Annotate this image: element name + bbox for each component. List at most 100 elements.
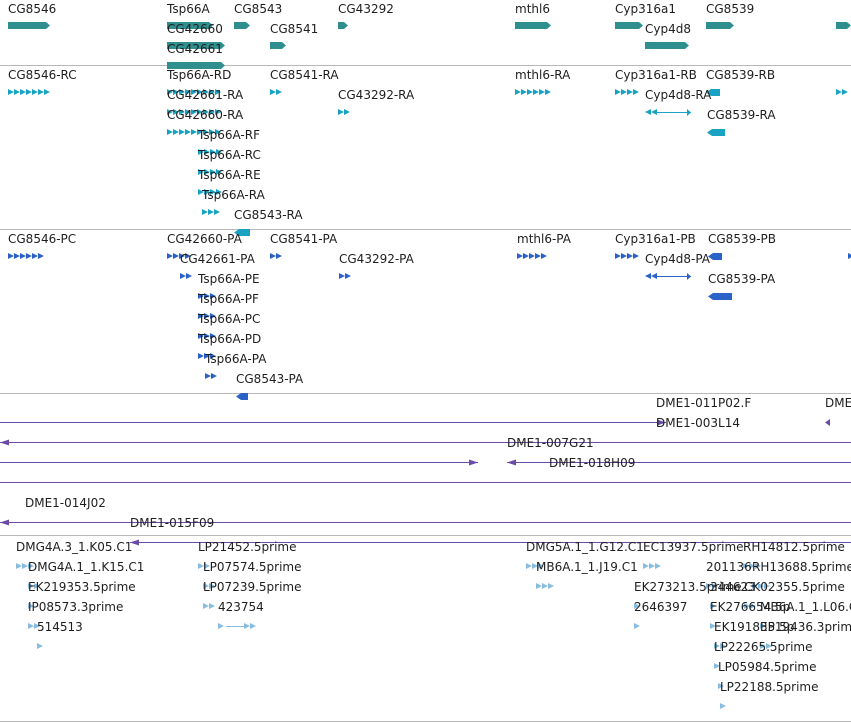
feature-glyph-cg42661-pa[interactable] bbox=[180, 266, 194, 285]
feature-label-dmg5a-1-1-g12-c1[interactable]: DMG5A.1_1.G12.C1 bbox=[526, 540, 644, 554]
feature-label-514513[interactable]: 514513 bbox=[37, 620, 83, 634]
feature-label-lp07239-5prime[interactable]: LP07239.5prime bbox=[203, 580, 302, 594]
feature-label-mthl6[interactable]: mthl6 bbox=[515, 2, 550, 16]
feature-label-cg8546[interactable]: CG8546 bbox=[8, 2, 57, 16]
feature-label-cyp4d8[interactable]: Cyp4d8 bbox=[645, 22, 691, 36]
feature-glyph-lp22188-5prime[interactable] bbox=[720, 696, 730, 715]
feature-label-tsp66a-ra[interactable]: Tsp66A-RA bbox=[202, 188, 265, 202]
feature-label-cg8546-rc[interactable]: CG8546-RC bbox=[8, 68, 77, 82]
feature-glyph-lp05984-5prime[interactable] bbox=[718, 676, 728, 695]
feature-label-lp22265-5prime[interactable]: LP22265.5prime bbox=[714, 640, 813, 654]
feature-label-dme1-014j02[interactable]: DME1-014J02 bbox=[25, 496, 106, 510]
feature-glyph-cg8541-pa[interactable] bbox=[270, 246, 286, 265]
feature-label-cyp316a1-rb[interactable]: Cyp316a1-RB bbox=[615, 68, 697, 82]
feature-label-201136[interactable]: 201136 bbox=[706, 560, 752, 574]
feature-label-cg8539[interactable]: CG8539 bbox=[706, 2, 755, 16]
feature-label-tsp66a-pf[interactable]: Tsp66A-PF bbox=[198, 292, 259, 306]
feature-glyph-tsp66a[interactable] bbox=[167, 15, 213, 34]
feature-glyph-cyp4d8-ra[interactable] bbox=[645, 102, 691, 121]
feature-label-mb6a-1-1-l06-c1[interactable]: MB6A.1_1.L06.C1 bbox=[760, 600, 851, 614]
feature-glyph-rh14812-5prime[interactable] bbox=[743, 556, 761, 575]
feature-label-cg42660[interactable]: CG42660 bbox=[167, 22, 223, 36]
feature-label-tsp66a-pe[interactable]: Tsp66A-PE bbox=[198, 272, 260, 286]
feature-glyph-mb6a-1-1-j19-c1[interactable] bbox=[536, 576, 554, 595]
feature-label-cg8543-pa[interactable]: CG8543-PA bbox=[236, 372, 304, 386]
feature-glyph-344623[interactable] bbox=[710, 596, 720, 615]
feature-glyph-201136[interactable] bbox=[706, 576, 718, 595]
feature-glyph-rh13688-5prime[interactable] bbox=[752, 576, 770, 595]
feature-glyph-dme1-015f09[interactable] bbox=[130, 532, 851, 551]
feature-label-cg43292[interactable]: CG43292 bbox=[338, 2, 394, 16]
feature-label-cg42661[interactable]: CG42661 bbox=[167, 42, 223, 56]
feature-label-dme1-011p02-f[interactable]: DME1-011P02.F bbox=[656, 396, 752, 410]
feature-glyph-mthl6-pa[interactable] bbox=[517, 246, 551, 265]
feature-glyph-423754[interactable] bbox=[218, 616, 256, 635]
feature-label-dme1-003l14[interactable]: DME1-003L14 bbox=[656, 416, 740, 430]
feature-glyph-cg8546-pc[interactable] bbox=[8, 246, 46, 265]
feature-label-dme1-007g21[interactable]: DME1-007G21 bbox=[507, 436, 594, 450]
feature-label-tsp66a-re[interactable]: Tsp66A-RE bbox=[198, 168, 261, 182]
feature-glyph-tsp66a-pd[interactable] bbox=[198, 346, 218, 365]
feature-glyph-gene-track-11[interactable] bbox=[836, 15, 851, 34]
feature-label-cg8539-pb[interactable]: CG8539-PB bbox=[708, 232, 777, 246]
feature-glyph-transcript-track-p-6[interactable] bbox=[848, 246, 851, 265]
feature-label-cg8539-pa[interactable]: CG8539-PA bbox=[708, 272, 776, 286]
feature-glyph-cyp316a1-rb[interactable] bbox=[615, 82, 643, 101]
feature-label-ep19436-3prime[interactable]: EP19436.3prime bbox=[760, 620, 851, 634]
feature-glyph-tsp66a-ra[interactable] bbox=[202, 202, 224, 221]
feature-glyph-tsp66a-pf[interactable] bbox=[198, 306, 218, 325]
feature-glyph-cg43292[interactable] bbox=[338, 15, 348, 34]
feature-label-cg8546-pc[interactable]: CG8546-PC bbox=[8, 232, 77, 246]
feature-label-cg43292-pa[interactable]: CG43292-PA bbox=[339, 252, 414, 266]
feature-label-cg42661-pa[interactable]: CG42661-PA bbox=[180, 252, 255, 266]
feature-glyph-transcript-track-r-6[interactable] bbox=[836, 82, 851, 101]
feature-label-ek276654-5p[interactable]: EK276654.5p bbox=[710, 600, 791, 614]
feature-glyph-dme1-014j02[interactable] bbox=[0, 512, 851, 531]
feature-label-tsp66a-rd[interactable]: Tsp66A-RD bbox=[167, 68, 232, 82]
feature-label-tsp66a-rf[interactable]: Tsp66A-RF bbox=[198, 128, 260, 142]
feature-label-tsp66a[interactable]: Tsp66A bbox=[167, 2, 210, 16]
feature-label-cg42660-ra[interactable]: CG42660-RA bbox=[167, 108, 244, 122]
feature-glyph-tsp66a-pe[interactable] bbox=[198, 286, 218, 305]
feature-glyph-ck02355-5prime[interactable] bbox=[744, 596, 756, 615]
feature-label-mthl6-pa[interactable]: mthl6-PA bbox=[517, 232, 571, 246]
feature-glyph-cg8539-pb[interactable] bbox=[708, 246, 722, 265]
feature-glyph-ec13937-5prime[interactable] bbox=[643, 556, 663, 575]
feature-glyph-cg42661-ra[interactable] bbox=[167, 102, 225, 121]
feature-glyph-cg8543[interactable] bbox=[234, 15, 250, 34]
feature-glyph-ek273213-5prime[interactable] bbox=[634, 596, 644, 615]
feature-glyph-cg8539-rb[interactable] bbox=[706, 82, 720, 101]
feature-glyph-cg8543-ra[interactable] bbox=[234, 222, 250, 241]
feature-glyph-cg8546-rc[interactable] bbox=[8, 82, 50, 101]
feature-glyph-cyp316a1-pb[interactable] bbox=[615, 246, 643, 265]
feature-glyph-dmg4a-3-1-k05-c1[interactable] bbox=[16, 556, 36, 575]
feature-glyph-dme1-007g21[interactable] bbox=[0, 452, 478, 471]
feature-glyph-ep19436-3prime[interactable] bbox=[760, 636, 772, 655]
feature-glyph-mb6a-1-1-l06-c1[interactable] bbox=[760, 616, 770, 635]
feature-glyph-lp07574-5prime[interactable] bbox=[203, 576, 215, 595]
feature-glyph-dmg5a-1-1-g12-c1[interactable] bbox=[526, 556, 544, 575]
feature-label-tsp66a-pc[interactable]: Tsp66A-PC bbox=[198, 312, 261, 326]
feature-glyph-cg8541-ra[interactable] bbox=[270, 82, 286, 101]
feature-glyph-ek191835-5p[interactable] bbox=[714, 636, 726, 655]
feature-label-ip08573-3prime[interactable]: IP08573.3prime bbox=[28, 600, 124, 614]
feature-glyph-cyp4d8[interactable] bbox=[645, 35, 689, 54]
feature-label-cg8539-rb[interactable]: CG8539-RB bbox=[706, 68, 776, 82]
feature-label-ec13937-5prime[interactable]: EC13937.5prime bbox=[643, 540, 744, 554]
feature-glyph-lp07239-5prime[interactable] bbox=[203, 596, 215, 615]
feature-label-cyp316a1-pb[interactable]: Cyp316a1-PB bbox=[615, 232, 696, 246]
feature-glyph-tsp66a-re[interactable] bbox=[198, 182, 226, 201]
feature-glyph-dme1-011p02-f[interactable] bbox=[0, 412, 666, 431]
feature-glyph-dme1-018h09[interactable] bbox=[507, 452, 851, 471]
feature-label-dme1-015f09[interactable]: DME1-015F09 bbox=[130, 516, 215, 530]
feature-glyph-cg8541[interactable] bbox=[270, 35, 286, 54]
feature-label-cg8543-ra[interactable]: CG8543-RA bbox=[234, 208, 303, 222]
feature-glyph-cyp4d8-pa[interactable] bbox=[645, 266, 691, 285]
feature-label-cg8541[interactable]: CG8541 bbox=[270, 22, 319, 36]
feature-glyph-tsp66a-pc[interactable] bbox=[198, 326, 218, 345]
feature-glyph-cg8539-ra[interactable] bbox=[707, 122, 725, 141]
feature-label-mthl6-ra[interactable]: mthl6-RA bbox=[515, 68, 571, 82]
feature-glyph-cg8539[interactable] bbox=[706, 15, 734, 34]
feature-label-rh14812-5prime[interactable]: RH14812.5prime bbox=[743, 540, 845, 554]
feature-label-tsp66a-pd[interactable]: Tsp66A-PD bbox=[198, 332, 262, 346]
